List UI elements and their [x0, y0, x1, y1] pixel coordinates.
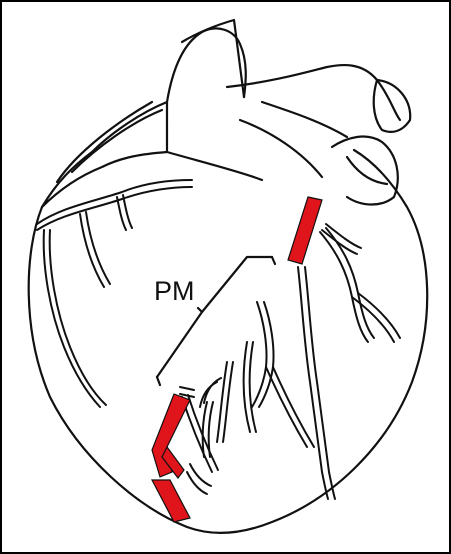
- posterior-branch-b: [187, 464, 211, 494]
- central-branch-1: [252, 302, 274, 407]
- groove-outline: [167, 152, 262, 180]
- central-branch-2: [244, 342, 256, 432]
- pm-bracket-bottom-tick: [157, 377, 160, 385]
- ascending-vessel-outline: [240, 102, 347, 177]
- central-branch-3: [266, 367, 314, 447]
- circumflex-artery: [37, 180, 192, 230]
- short-branch: [180, 387, 194, 397]
- pm-bracket-top-tick: [272, 257, 275, 264]
- central-branch-6: [200, 378, 221, 407]
- appendage-outline: [57, 102, 162, 182]
- right-atrium-outline: [332, 137, 398, 205]
- aorta-outline: [167, 28, 246, 102]
- central-branch-4: [217, 362, 233, 442]
- diagonal-branch-1: [320, 228, 374, 342]
- stenosis-upper: [288, 197, 322, 264]
- stenosis-lower-tip: [152, 480, 190, 522]
- pm-bracket: [157, 257, 272, 377]
- marginal-branch-2: [80, 212, 110, 287]
- pm-label: PM: [154, 276, 195, 306]
